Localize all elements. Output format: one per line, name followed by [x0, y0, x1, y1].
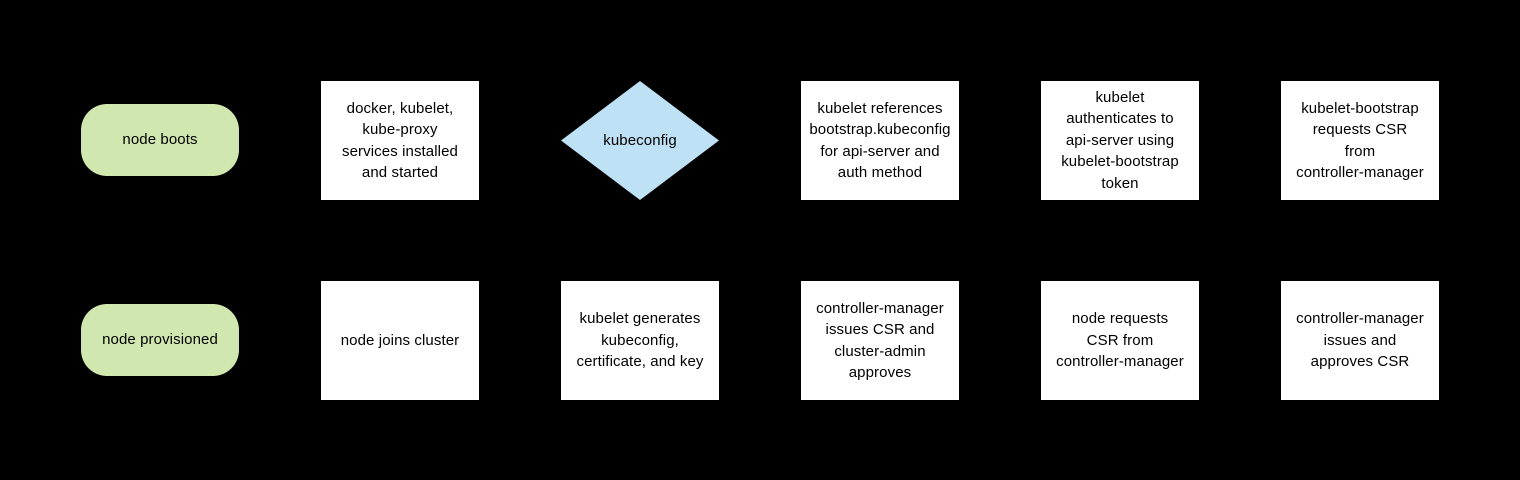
flowchart-node-services-installed[interactable]: docker, kubelet, kube-proxy services ins…: [321, 81, 479, 200]
flowchart-node-label: docker, kubelet, kube-proxy services ins…: [341, 99, 458, 182]
flowchart-node-label: node provisioned: [102, 331, 218, 349]
flowchart-node-label: kubelet generates kubeconfig, certificat…: [576, 310, 704, 371]
flowchart-node-kubelet-references-bootstrap-kubeconfig[interactable]: kubelet references bootstrap.kubeconfig …: [801, 81, 959, 200]
flowchart-node-kubeconfig-decision[interactable]: kubeconfig: [561, 81, 719, 200]
flowchart-node-label: node requests CSR from controller-manage…: [1056, 310, 1184, 371]
flowchart-node-label: kubeconfig: [603, 131, 677, 149]
flowchart-node-node-joins-cluster[interactable]: node joins cluster: [321, 281, 479, 400]
flowchart-node-node-boots[interactable]: node boots: [81, 104, 239, 176]
flowchart-node-kubelet-authenticates[interactable]: kubelet authenticates to api-server usin…: [1041, 81, 1199, 200]
flowchart-node-label: kubelet references bootstrap.kubeconfig …: [809, 99, 951, 182]
flowchart-node-label: controller-manager issues CSR and cluste…: [816, 299, 944, 382]
flowchart-node-label: kubelet authenticates to api-server usin…: [1061, 88, 1179, 192]
flowchart-node-label: node joins cluster: [340, 331, 460, 349]
flowchart-node-kubelet-bootstrap-requests-csr[interactable]: kubelet-bootstrap requests CSR from cont…: [1281, 81, 1439, 200]
flowchart-node-label: controller-manager issues and approves C…: [1296, 310, 1424, 371]
flowchart-node-controller-manager-issues-approves[interactable]: controller-manager issues and approves C…: [1281, 281, 1439, 400]
flowchart-node-label: node boots: [122, 131, 198, 149]
flowchart-node-kubelet-generates-kubeconfig[interactable]: kubelet generates kubeconfig, certificat…: [561, 281, 719, 400]
flowchart-node-controller-manager-issues-csr[interactable]: controller-manager issues CSR and cluste…: [801, 281, 959, 400]
flowchart-node-node-provisioned[interactable]: node provisioned: [81, 304, 239, 376]
flowchart-node-label: kubelet-bootstrap requests CSR from cont…: [1296, 99, 1424, 182]
flowchart-node-node-requests-csr[interactable]: node requests CSR from controller-manage…: [1041, 281, 1199, 400]
